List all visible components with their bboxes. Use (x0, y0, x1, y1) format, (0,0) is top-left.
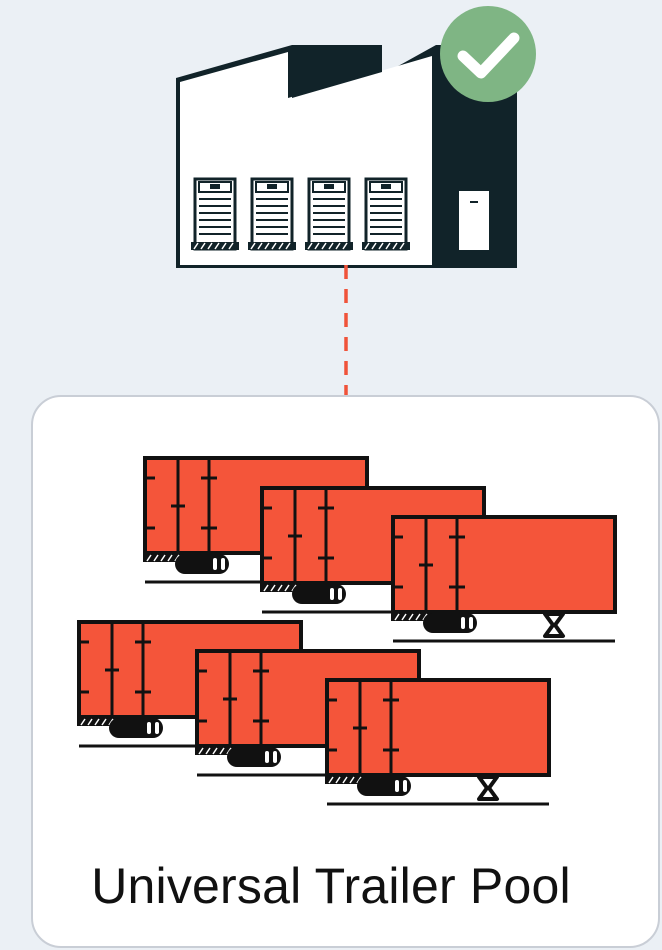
loading-docks (191, 177, 410, 251)
warehouse-door (459, 191, 489, 250)
pool-label: Universal Trailer Pool (91, 858, 571, 914)
loading-dock (362, 177, 410, 251)
loading-dock (305, 177, 353, 251)
loading-dock (248, 177, 296, 251)
trailer-icon (323, 678, 551, 806)
warehouse-icon (176, 6, 536, 268)
checkmark-icon (440, 6, 536, 102)
trailer-group (75, 456, 617, 806)
dashed-connector (344, 265, 348, 397)
loading-dock (191, 177, 239, 251)
trailer-icon (389, 515, 617, 643)
warehouse-roof-notch (292, 45, 382, 98)
